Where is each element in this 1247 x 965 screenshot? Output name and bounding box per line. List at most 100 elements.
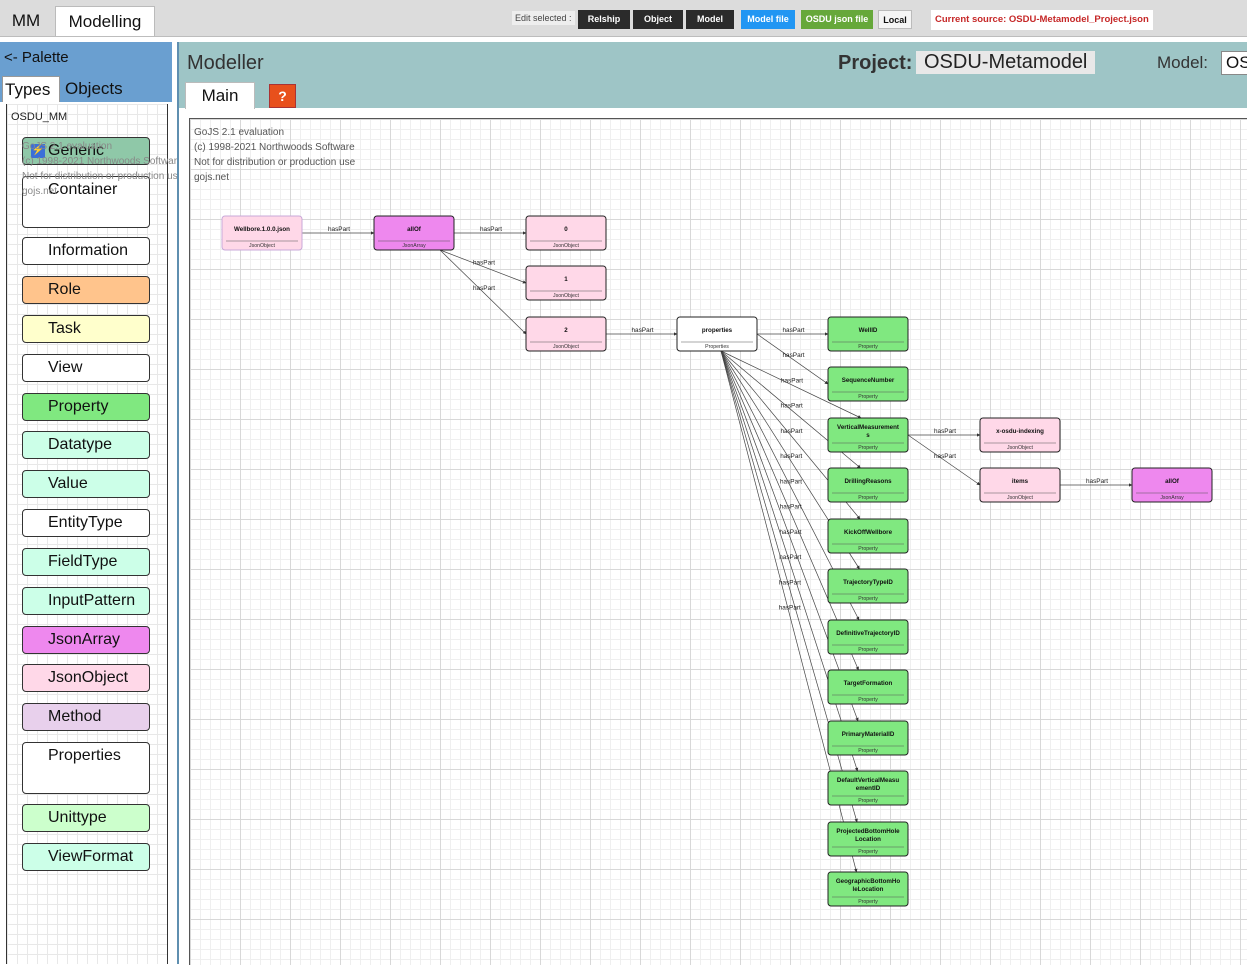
relationship-label: hasPart xyxy=(783,327,805,334)
model-select[interactable]: OS xyxy=(1221,51,1247,75)
palette-item-role[interactable]: Role xyxy=(22,276,150,304)
help-button[interactable]: ? xyxy=(269,84,296,108)
node-box[interactable] xyxy=(525,316,607,352)
palette-item-method[interactable]: Method xyxy=(22,703,150,731)
object-button[interactable]: Object xyxy=(633,10,683,29)
node-name: WellID xyxy=(859,327,878,334)
palette-item-task[interactable]: Task xyxy=(22,315,150,343)
node-box[interactable] xyxy=(979,467,1061,503)
node-type: Property xyxy=(858,798,878,804)
palette-item-datatype[interactable]: Datatype xyxy=(22,431,150,459)
relationship-label: hasPart xyxy=(934,453,956,460)
node-box[interactable] xyxy=(827,619,909,655)
relationship-line[interactable] xyxy=(720,350,859,671)
node-box[interactable] xyxy=(827,871,909,907)
node-name: allOf xyxy=(407,226,422,233)
local-button[interactable]: Local xyxy=(878,10,912,29)
node-type: Property xyxy=(858,849,878,855)
node-box[interactable] xyxy=(827,669,909,705)
node-box[interactable] xyxy=(676,316,758,352)
node-name: 0 xyxy=(564,226,568,233)
palette-item-unittype[interactable]: Unittype xyxy=(22,804,150,832)
palette-item-property[interactable]: Property xyxy=(22,393,150,421)
relationship-line[interactable] xyxy=(720,350,859,722)
node-box[interactable] xyxy=(827,366,909,402)
tab-types[interactable]: Types xyxy=(2,76,60,102)
relationship-line[interactable] xyxy=(756,333,829,385)
relationship-line[interactable] xyxy=(720,350,859,772)
palette-item-generic[interactable]: ⚡Generic xyxy=(22,137,150,165)
diagram-watermark-line: gojs.net xyxy=(194,172,229,183)
node-box[interactable] xyxy=(827,720,909,756)
node-type: JsonArray xyxy=(402,243,426,249)
node-box[interactable] xyxy=(1131,467,1213,503)
relationship-line[interactable] xyxy=(439,249,527,335)
modeller-header: Modeller Project: OSDU-Metamodel Model: … xyxy=(179,42,1247,109)
relship-button[interactable]: Relship xyxy=(578,10,630,29)
node-box[interactable] xyxy=(827,417,909,453)
node-name: 1 xyxy=(564,276,568,283)
palette-item-value[interactable]: Value xyxy=(22,470,150,498)
palette-item-inputpattern[interactable]: InputPattern xyxy=(22,587,150,615)
palette-item-container[interactable]: Container xyxy=(22,176,150,228)
node-box[interactable] xyxy=(373,215,455,251)
node-box[interactable] xyxy=(827,821,909,857)
palette-item-view[interactable]: View xyxy=(22,354,150,382)
node-box[interactable] xyxy=(827,467,909,503)
relationship-line[interactable] xyxy=(720,350,862,419)
node-box[interactable] xyxy=(221,215,303,251)
tab-objects[interactable]: Objects xyxy=(63,76,137,102)
node-type: Property xyxy=(858,647,878,653)
palette-item-entitytype[interactable]: EntityType xyxy=(22,509,150,537)
palette-item-information[interactable]: Information xyxy=(22,237,150,265)
node-box[interactable] xyxy=(827,316,909,352)
node-box[interactable] xyxy=(979,417,1061,453)
model-button[interactable]: Model xyxy=(686,10,734,29)
node-type: JsonObject xyxy=(553,293,580,299)
node-name-continued: ementID xyxy=(856,785,881,792)
tab-modelling[interactable]: Modelling xyxy=(55,6,155,36)
node-box[interactable] xyxy=(525,265,607,301)
relationship-line[interactable] xyxy=(907,434,981,486)
relationship-label: hasPart xyxy=(473,260,495,267)
palette-item-jsonobject[interactable]: JsonObject xyxy=(22,664,150,692)
node-box[interactable] xyxy=(827,770,909,806)
model-file-button[interactable]: Model file xyxy=(741,10,795,29)
node-box[interactable] xyxy=(525,215,607,251)
relationship-line[interactable] xyxy=(439,249,527,284)
palette-item-viewformat[interactable]: ViewFormat xyxy=(22,843,150,871)
palette-toggle[interactable]: <- Palette xyxy=(4,49,69,66)
node-box[interactable] xyxy=(827,568,909,604)
node-type: JsonObject xyxy=(553,243,580,249)
tab-mm[interactable]: MM xyxy=(0,6,52,36)
palette-item-jsonarray[interactable]: JsonArray xyxy=(22,626,150,654)
osdu-json-file-button[interactable]: OSDU json file xyxy=(801,10,873,29)
node-box[interactable] xyxy=(827,518,909,554)
node-type: JsonArray xyxy=(1160,495,1184,501)
diagram-canvas[interactable]: GoJS 2.1 evaluation (c) 1998-2021 Northw… xyxy=(189,118,1247,965)
palette-item-properties[interactable]: Properties xyxy=(22,742,150,794)
palette-item-fieldtype[interactable]: FieldType xyxy=(22,548,150,576)
tab-main[interactable]: Main xyxy=(185,82,255,109)
